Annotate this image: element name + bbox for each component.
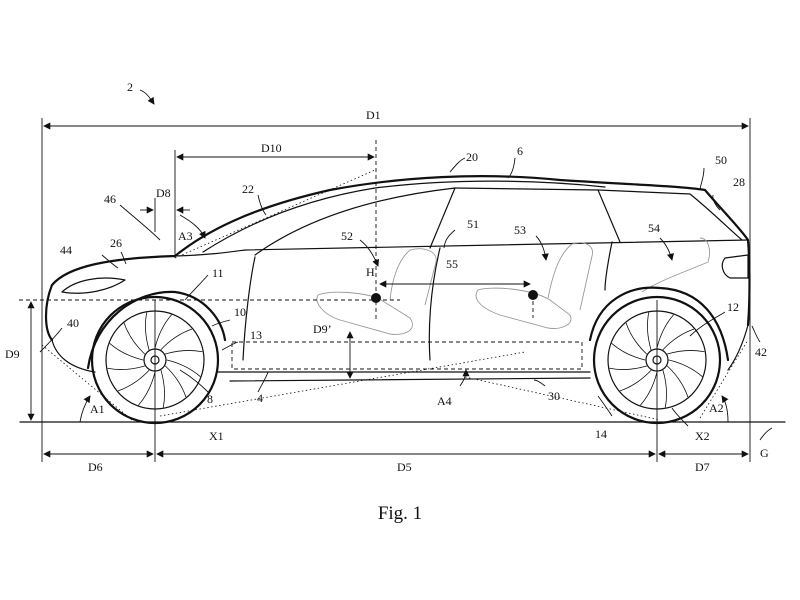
wheel-spoke xyxy=(123,322,146,355)
figure-caption: Fig. 1 xyxy=(377,503,423,524)
rear-wheel xyxy=(588,286,730,425)
ref-20: 20 xyxy=(466,150,478,164)
ref-X1: X1 xyxy=(209,429,224,443)
wheel-spoke xyxy=(164,365,187,398)
wheel-spoke xyxy=(640,371,658,406)
wheel-spoke xyxy=(647,312,652,351)
wheel-spoke xyxy=(662,328,695,351)
ref-12: 12 xyxy=(727,300,739,314)
ref-11: 11 xyxy=(212,266,224,280)
leader-lines xyxy=(39,89,773,441)
wheel-spoke xyxy=(109,343,144,361)
ref-G: G xyxy=(760,446,769,460)
ref-8: 8 xyxy=(207,392,213,406)
wheel-spoke xyxy=(154,314,172,349)
wheel-spoke xyxy=(164,350,203,355)
ref-13: 13 xyxy=(250,328,262,342)
wheel-spoke xyxy=(668,359,703,377)
wheel-spoke xyxy=(166,359,201,377)
wheel-spoke xyxy=(611,343,646,361)
ref-H: H xyxy=(366,265,375,279)
ref-51: 51 xyxy=(467,217,479,231)
ref-50: 50 xyxy=(715,153,727,167)
angle-A3: A3 xyxy=(178,229,193,243)
ref-42: 42 xyxy=(755,345,767,359)
wheel-spoke xyxy=(160,369,165,408)
wheel-spoke xyxy=(666,365,689,398)
wheel-spoke xyxy=(160,328,193,351)
ref-10: 10 xyxy=(234,305,246,319)
ref-28: 28 xyxy=(733,175,745,189)
ref-14: 14 xyxy=(595,427,607,441)
dim-D9: D9 xyxy=(5,347,20,361)
ref-46: 46 xyxy=(104,192,116,206)
dim-D9-prime: D9’ xyxy=(313,322,332,336)
wheel-spoke xyxy=(609,365,648,370)
ref-30: 30 xyxy=(548,389,560,403)
dim-D8: D8 xyxy=(156,186,171,200)
wheel-spoke xyxy=(117,369,150,392)
dimension-lines xyxy=(27,122,749,458)
vehicle-body xyxy=(44,175,751,382)
ref-6: 6 xyxy=(517,144,523,158)
ref-40: 40 xyxy=(67,316,79,330)
h-point-front xyxy=(371,293,381,303)
ref-26: 26 xyxy=(110,236,122,250)
extension-lines xyxy=(41,118,751,462)
wheel-spoke xyxy=(656,314,674,349)
windows-doors xyxy=(254,187,743,361)
wheel-spoke xyxy=(107,365,146,370)
ref-52: 52 xyxy=(341,229,353,243)
angle-A1: A1 xyxy=(90,402,105,416)
dim-D5: D5 xyxy=(397,460,412,474)
wheel-spoke xyxy=(138,371,156,406)
ref-X2: X2 xyxy=(695,429,710,443)
front-wheel xyxy=(86,290,227,425)
ref-4: 4 xyxy=(257,391,263,405)
ref-54: 54 xyxy=(648,221,660,235)
wheel-spoke xyxy=(662,369,667,408)
battery-pack xyxy=(231,341,583,370)
angle-A2: A2 xyxy=(709,401,724,415)
wheel-spoke xyxy=(625,322,648,355)
ref-53: 53 xyxy=(514,223,526,237)
ref-55: 55 xyxy=(446,257,458,271)
ref-2: 2 xyxy=(127,80,133,94)
h-point-rear xyxy=(528,290,538,300)
dim-D6: D6 xyxy=(88,460,103,474)
dim-D7: D7 xyxy=(695,460,710,474)
dim-D10: D10 xyxy=(261,141,282,155)
wheel-spoke xyxy=(145,312,150,351)
angle-A4: A4 xyxy=(437,394,452,408)
wheel-spoke xyxy=(619,369,652,392)
wheel-spoke xyxy=(666,350,705,355)
dim-D1: D1 xyxy=(366,108,381,122)
ref-22: 22 xyxy=(242,182,254,196)
ref-44: 44 xyxy=(60,243,72,257)
